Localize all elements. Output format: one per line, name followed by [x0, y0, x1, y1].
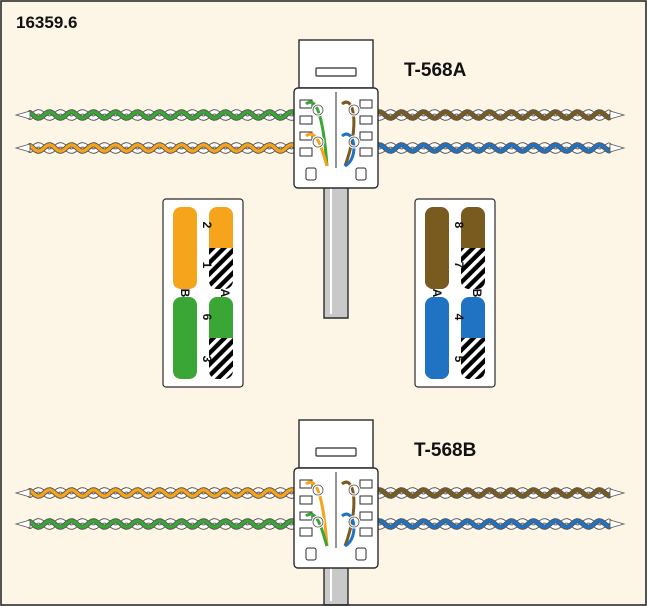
pair-568a-right-bottom [329, 142, 626, 154]
pin-4-contact [425, 297, 449, 379]
pair-568b-left-top [14, 487, 311, 499]
pin-number-label: 4 [452, 314, 466, 321]
pair-568b-right-top [329, 487, 626, 499]
pin-number-label: 8 [452, 222, 466, 229]
pair-568b-left-bottom [14, 518, 311, 530]
pair-568a-left-top [14, 109, 311, 121]
jack-housing [298, 419, 374, 469]
cable-568a [323, 179, 349, 319]
pin-5-contact [461, 297, 485, 379]
pair-side-label: A [218, 289, 232, 298]
pin-2-contact [173, 207, 197, 289]
pair-568a-left-bottom [14, 142, 311, 154]
pin-card-layer: 2 1 6 3 B A 8 7 4 5 A B [162, 198, 496, 388]
pin-1-contact [209, 207, 233, 289]
wire-loop [341, 132, 356, 168]
idc-slot [299, 147, 313, 157]
pin-number-label: 6 [200, 314, 214, 321]
idc-slot [359, 527, 373, 537]
pin-3-contact [209, 297, 233, 379]
pin-card-right: 8 7 4 5 A B [414, 198, 496, 388]
wire-loop [305, 512, 329, 547]
cable-jacket [323, 179, 349, 319]
pin-8-contact [425, 207, 449, 289]
jack-slot [315, 447, 357, 457]
idc-slot [299, 511, 313, 521]
pair-568b-right-bottom [329, 518, 626, 530]
idc-slot [359, 115, 373, 125]
connector-layer [293, 39, 379, 569]
pin-number-label: 5 [452, 356, 466, 363]
idc-slot [359, 147, 373, 157]
latch [355, 167, 367, 181]
pin-number-label: 2 [200, 222, 214, 229]
pair-side-label: B [178, 289, 192, 298]
idc-slot [359, 495, 373, 505]
pin-7-contact [461, 207, 485, 289]
standard-label-t568b: T-568B [414, 440, 477, 461]
standard-label-t568a: T-568A [404, 60, 467, 81]
pin-6-contact [173, 297, 197, 379]
cable-layer [323, 179, 349, 606]
jack-housing [298, 39, 374, 89]
pair-side-label: B [470, 289, 484, 298]
idc-slot [359, 99, 373, 109]
pin-number-label: 1 [200, 262, 214, 269]
latch [305, 167, 317, 181]
wire-loop [305, 480, 329, 547]
pin-number-label: 7 [452, 262, 466, 269]
idc-slot [299, 115, 313, 125]
idc-slot [299, 495, 313, 505]
wire-loop [341, 512, 356, 548]
wire-loop [305, 100, 329, 167]
pin-number-label: 3 [200, 356, 214, 363]
idc-slot [359, 479, 373, 489]
figure-number: 16359.6 [16, 13, 78, 32]
idc-slot [359, 511, 373, 521]
wire-loop [305, 132, 329, 167]
latch [305, 547, 317, 561]
idc-slot [359, 131, 373, 141]
idc-slot [299, 527, 313, 537]
pair-side-label: A [430, 289, 444, 298]
connector-568b [293, 419, 379, 569]
latch [355, 547, 367, 561]
connector-568a [293, 39, 379, 189]
jack-slot [315, 67, 357, 77]
pin-card-left: 2 1 6 3 B A [162, 198, 244, 388]
wire-layer [14, 109, 626, 530]
idc-slot [299, 131, 313, 141]
